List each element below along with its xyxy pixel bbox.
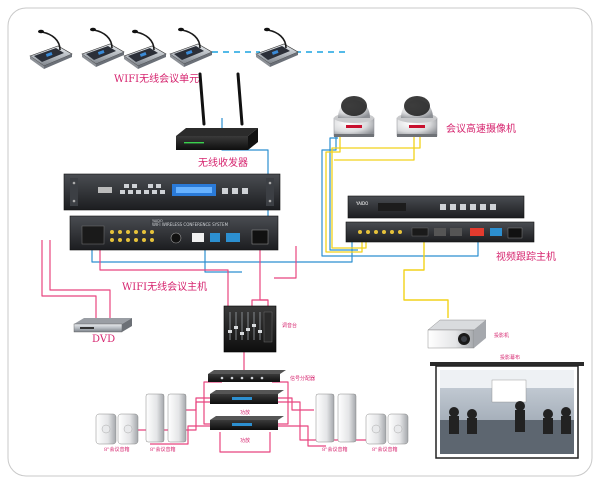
label-dvd: DVD (92, 334, 116, 345)
ptz-camera-right (396, 96, 438, 137)
gooseneck-microphone-icon (123, 28, 167, 70)
wifi-units-group (29, 26, 299, 70)
label-speaker-left-pair: 8"会议音箱 (104, 447, 130, 453)
label-mixer: 调音台 (282, 323, 298, 329)
power-amplifier-top (210, 390, 284, 404)
speaker-left-tall-2 (167, 393, 187, 443)
label-wifi-host: WIFI无线会议主机 (122, 282, 208, 293)
rack-display-text: WIFI WIRELESS CONFERENCE SYSTEM (152, 222, 229, 227)
label-speaker-right-tall: 8"会议音箱 (322, 447, 348, 453)
label-cameras: 会议高速摄像机 (446, 124, 516, 135)
label-transceiver: 无线收发器 (198, 158, 248, 169)
wifi-conference-host-front (63, 173, 281, 211)
label-speaker-right-pair: 8"会议音箱 (372, 447, 398, 453)
wifi-conference-host-rear: WIFI WIRELESS CONFERENCE SYSTEM YAIDO (69, 215, 279, 251)
speaker-right-tall-1 (315, 393, 335, 443)
label-power-amp-bottom: 功放 (240, 438, 251, 444)
speaker-right-small-1 (365, 413, 387, 445)
gooseneck-microphone-icon (255, 26, 299, 68)
video-tracking-host-front: YAIDO (347, 195, 525, 219)
dvd-player-icon (73, 318, 132, 333)
brand-logo-tracking: YAIDO (355, 201, 368, 206)
gooseneck-microphone-icon (81, 26, 125, 68)
label-signal-splitter: 信号分配器 (290, 376, 316, 382)
signal-splitter-icon (208, 370, 286, 382)
speaker-left-small-2 (117, 413, 139, 445)
speaker-left-small-1 (95, 413, 117, 445)
brand-logo-host: YAIDO (152, 219, 163, 223)
power-amplifier-bottom (210, 416, 284, 430)
label-tracking-host: 视频跟踪主机 (496, 252, 556, 263)
speaker-right-tall-2 (337, 393, 357, 443)
gooseneck-microphone-icon (169, 26, 213, 68)
video-tracking-host-rear (345, 221, 535, 243)
outer-frame (7, 7, 593, 477)
ptz-camera-left (333, 96, 375, 137)
label-screen: 投影幕布 (500, 355, 521, 361)
gooseneck-microphone-icon (29, 28, 73, 70)
wifi-router-icon (176, 72, 258, 150)
label-wifi-units: WIFI无线会议单元 (114, 74, 200, 85)
projection-screen (430, 362, 584, 459)
speaker-left-tall-1 (145, 393, 165, 443)
label-projector: 投影机 (494, 333, 510, 339)
mixer-icon (223, 305, 277, 353)
cables (41, 118, 479, 453)
projector-icon (427, 319, 487, 349)
label-power-amp-top: 功放 (240, 410, 251, 416)
label-speaker-left-tall: 8"会议音箱 (150, 447, 176, 453)
speaker-right-small-2 (387, 413, 409, 445)
